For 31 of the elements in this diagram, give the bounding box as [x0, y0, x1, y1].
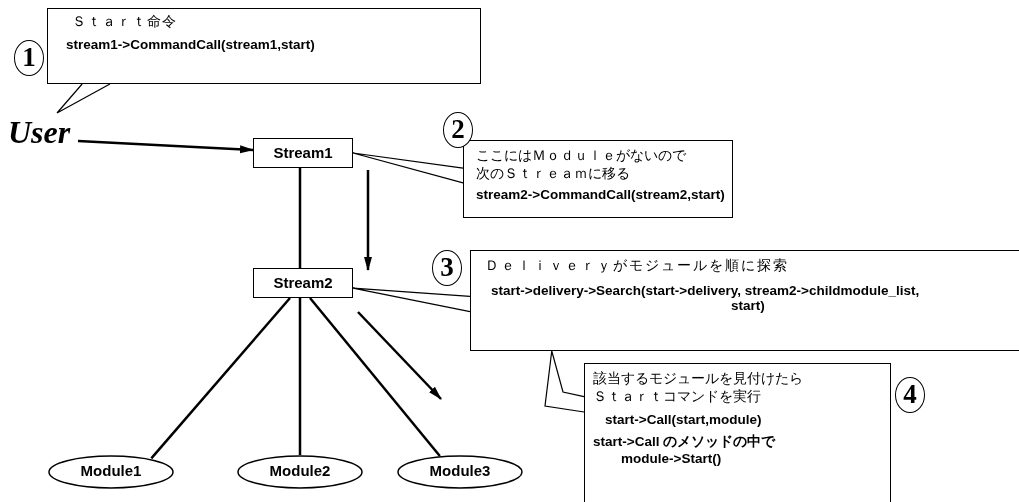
callout-box [470, 250, 1019, 351]
note-text: Ｄｅｌｉｖｅｒｙがモジュールを順に探索 [484, 256, 790, 275]
arrow [77, 139, 254, 154]
callout-number: 3 [432, 250, 462, 286]
leader-line [352, 152, 464, 184]
code-text: stream2->CommandCall(stream2,start) [475, 187, 726, 202]
connector-line [298, 168, 302, 268]
callout-number: 4 [895, 377, 925, 413]
node-label: Module2 [268, 462, 332, 479]
callout-box [47, 8, 481, 84]
leader-line [352, 287, 471, 313]
code-text: start->Call(start,module) [604, 412, 763, 427]
connector-line [150, 297, 291, 460]
leader-line [544, 350, 585, 413]
process-box: Stream2 [253, 268, 353, 298]
callout-box [463, 140, 733, 218]
process-box: Stream1 [253, 138, 353, 168]
connector-line [298, 298, 302, 455]
callout-box [584, 363, 891, 502]
node-label: Module1 [79, 462, 143, 479]
leader-line [56, 83, 111, 114]
callout-number: 2 [443, 112, 473, 148]
note-text: Ｓｔａｒｔ命令 [71, 12, 178, 31]
callout-number: 1 [14, 40, 44, 76]
connector-line [309, 297, 441, 457]
actor-label: User [8, 113, 78, 151]
node-label: Module3 [428, 462, 492, 479]
note-text: 該当するモジュールを見付けたらＳｔａｒｔコマンドを実行 [593, 370, 804, 406]
code-text: start->Call のメソッドの中で module->Start() [592, 433, 777, 466]
code-text: stream1->CommandCall(stream1,start) [65, 37, 316, 52]
code-text: start->delivery->Search(start->delivery, stream2->childmodule_list, start) [491, 283, 921, 313]
